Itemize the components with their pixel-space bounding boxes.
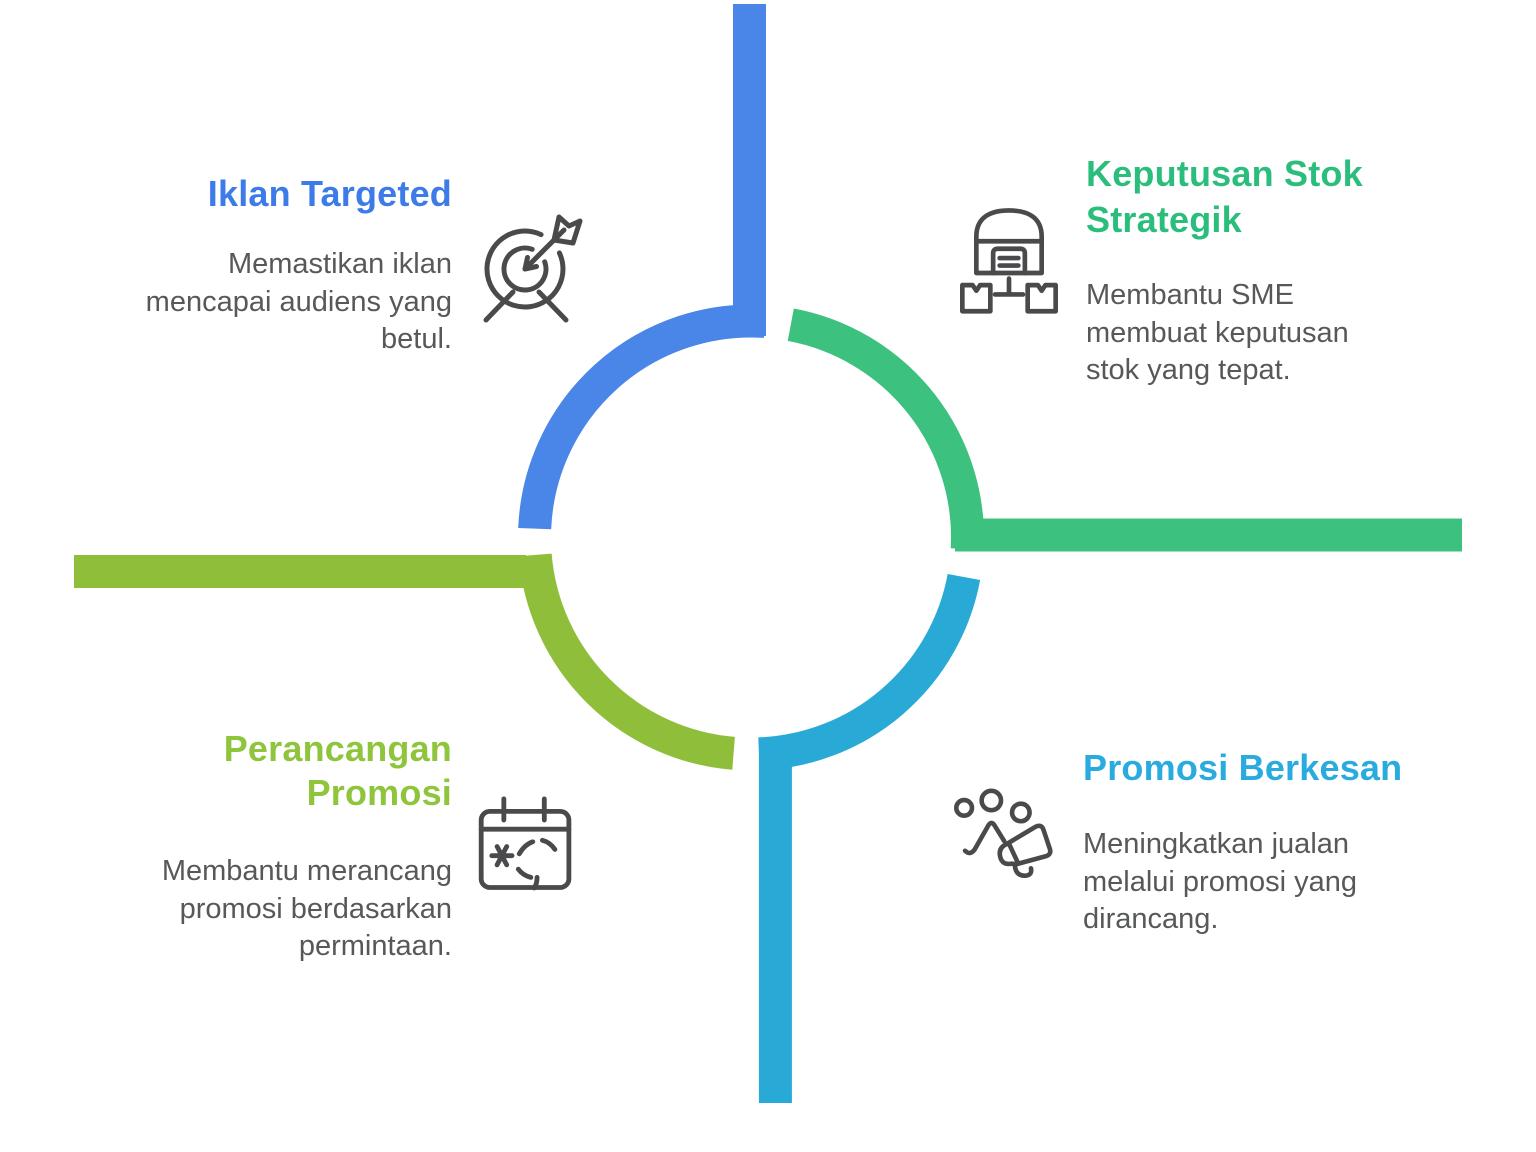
warehouse-door	[990, 246, 1028, 276]
dart-fletching	[551, 214, 583, 246]
megaphone-celebration-icon	[953, 788, 1053, 878]
target-outer-ring	[484, 228, 566, 310]
confetti-circle-1	[953, 797, 975, 819]
warehouse-distribution-icon	[960, 208, 1058, 314]
confetti-circle-3	[1009, 801, 1032, 824]
quadrant-description-iklan-targeted: Memastikan iklan mencapai audiens yang b…	[145, 248, 452, 355]
arc-bottom-right-cyan	[758, 573, 981, 771]
calendar-binder-pegs	[501, 796, 547, 823]
megaphone-handle	[1012, 863, 1034, 878]
warehouse-door-slats	[997, 255, 1021, 268]
megaphone-cone	[1004, 823, 1053, 867]
quadrant-title-iklan-targeted: Iklan Targeted	[207, 173, 452, 214]
megaphone-bell	[997, 841, 1019, 867]
connector-bar-top	[733, 4, 766, 336]
target-dart-icon	[483, 214, 583, 323]
calendar-asterisk-mark	[489, 844, 515, 868]
target-stand-legs	[483, 289, 569, 323]
quadrant-description-keputusan-stok: Membantu SME membuat keputusan stok yang…	[1086, 279, 1349, 386]
connector-bar-left	[74, 555, 526, 588]
dart-arrowhead	[522, 255, 539, 272]
quadrant-title-perancangan-promosi: Perancangan Promosi	[223, 728, 452, 813]
confetti-chevron	[962, 820, 1007, 856]
quadrant-title-keputusan-stok: Keputusan Stok Strategik	[1086, 153, 1363, 240]
quadrant-description-perancangan-promosi: Membantu merancang promosi berdasarkan p…	[161, 855, 452, 962]
dart-shaft	[522, 227, 567, 272]
connector-bar-bottom	[758, 754, 792, 1103]
quadrant-description-promosi-berkesan: Meningkatkan jualan melalui promosi yang…	[1083, 828, 1358, 935]
target-inner-ring	[501, 245, 549, 293]
calendar-burst-mark	[515, 837, 558, 891]
confetti-circle-2	[979, 788, 1004, 813]
arc-top-left-blue	[518, 304, 767, 530]
calendar-event-icon	[478, 796, 572, 891]
distribution-connector	[992, 276, 1026, 297]
stock-box-right	[1025, 282, 1058, 314]
stock-box-left	[960, 282, 993, 314]
arc-bottom-left-olive	[518, 553, 736, 770]
arc-top-right-green	[787, 308, 985, 550]
calendar-body	[478, 808, 572, 890]
megaphone-divider	[1006, 841, 1021, 866]
warehouse-building	[974, 208, 1044, 276]
quadrant-title-promosi-berkesan: Promosi Berkesan	[1083, 747, 1403, 788]
connector-bar-right	[955, 518, 1462, 552]
